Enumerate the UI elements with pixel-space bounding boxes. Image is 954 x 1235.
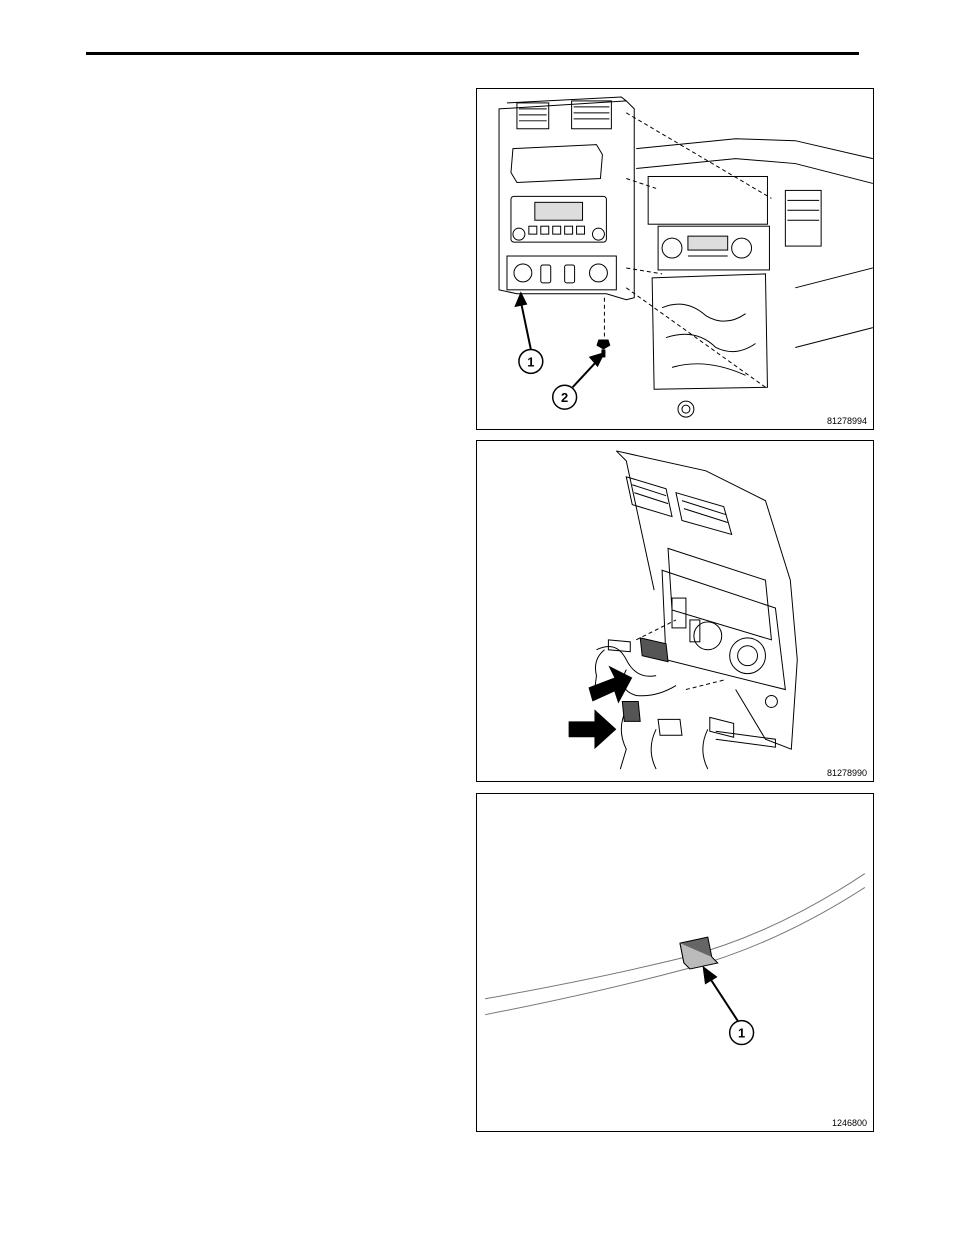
figure-bezel-removal: 1 2 81278994 xyxy=(476,88,874,430)
figure-harness-clip: 1 1246800 xyxy=(476,793,874,1132)
callout-1-label: 1 xyxy=(738,1026,745,1041)
figure-id: 81278990 xyxy=(827,768,867,778)
harness-clip-icon xyxy=(680,937,718,969)
callout-1: 1 xyxy=(730,1021,754,1045)
dashboard-bezel-removal-illustration: 1 2 xyxy=(477,89,873,429)
figure-connector-disconnect: 81278990 xyxy=(476,440,874,782)
callout-2: 2 xyxy=(553,385,577,409)
figure-id: 1246800 xyxy=(832,1118,867,1128)
callout-1-label: 1 xyxy=(527,354,534,369)
wire-harness-clip-illustration: 1 xyxy=(477,794,873,1131)
callout-1: 1 xyxy=(519,349,543,373)
header-rule xyxy=(86,52,859,55)
callout-2-label: 2 xyxy=(561,390,568,405)
bezel-connector-disconnect-illustration xyxy=(477,441,873,781)
figure-id: 81278994 xyxy=(827,416,867,426)
